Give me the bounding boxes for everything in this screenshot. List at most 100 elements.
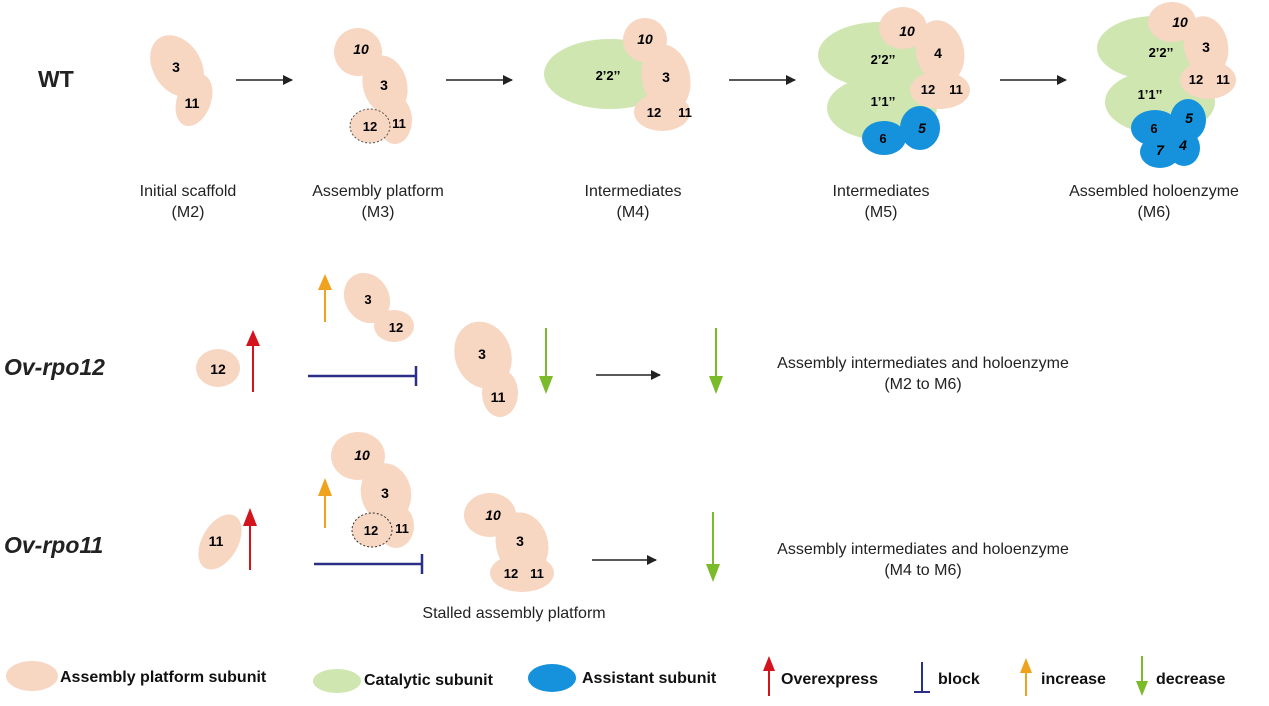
label-11: 11 [185, 95, 200, 111]
legend-catalytic-swatch [313, 669, 361, 693]
subunit-12-dashed [349, 108, 391, 144]
legend-block-label: block [938, 671, 980, 688]
result-line1: Assembly intermediates and holoenzyme [777, 541, 1069, 558]
stage-caption-m5: Intermediates (M5) [806, 181, 956, 223]
row-label-ov-rpo12: Ov-rpo12 [4, 354, 105, 380]
subunit-12-shape [374, 310, 414, 342]
subunit-11-shape [198, 514, 242, 570]
label-6: 6 [1150, 121, 1157, 136]
stage-caption-m2: Initial scaffold (M2) [108, 181, 268, 223]
decrease-arrow [709, 328, 723, 394]
stage-name: Intermediates [832, 183, 930, 200]
label-3: 3 [516, 533, 524, 549]
label-5: 5 [1185, 110, 1193, 126]
label-5: 5 [918, 120, 926, 136]
label-1-1: 1’1’’ [871, 94, 896, 109]
label-3: 3 [381, 485, 389, 501]
label-4: 4 [1178, 137, 1187, 153]
wt-m6-complex: 2’2’’ 1’1’’ 10 3 12 11 6 5 7 4 [1097, 2, 1236, 168]
wt-m3-complex: 10 3 12 11 [334, 28, 412, 144]
subunit-5-shape [900, 106, 940, 150]
stage-name: Intermediates [584, 183, 682, 200]
label-10: 10 [354, 447, 370, 463]
subunit-3-shape [343, 272, 391, 324]
decrease-arrow [706, 512, 720, 582]
label-11: 11 [1216, 72, 1230, 87]
label-11: 11 [530, 566, 544, 581]
label-12: 12 [1189, 72, 1203, 87]
subunit-12-11-shape [634, 93, 690, 131]
label-10: 10 [485, 507, 501, 523]
subunit-12-11-shape [490, 554, 554, 592]
legend [6, 656, 1148, 696]
stage-name: Assembly platform [312, 183, 444, 200]
subunit-4-shape [915, 20, 965, 84]
label-2-2: 2’2’’ [596, 68, 621, 83]
stage-code: (M2) [171, 204, 205, 221]
overexpress-arrow [243, 508, 257, 570]
subunit-10-shape [879, 7, 927, 49]
label-11: 11 [392, 116, 406, 131]
legend-platform-swatch [6, 661, 58, 691]
label-12: 12 [647, 105, 661, 120]
subunit-10-shape [1148, 2, 1196, 42]
label-4: 4 [934, 45, 942, 61]
legend-assistant-label: Assistant subunit [582, 670, 717, 687]
label-11: 11 [209, 533, 224, 549]
legend-catalytic-label: Catalytic subunit [364, 672, 493, 689]
stage-name: Assembled holoenzyme [1069, 183, 1239, 200]
wt-m2-complex: 3 11 [150, 35, 213, 127]
label-11: 11 [678, 105, 692, 120]
label-10: 10 [899, 23, 915, 39]
legend-overexpress-arrow [763, 656, 775, 696]
subunit-11-shape [175, 73, 213, 127]
block-symbol [308, 366, 418, 386]
legend-assistant-swatch [528, 664, 576, 692]
wt-m4-complex: 2’2’’ 10 3 12 11 [544, 18, 692, 131]
row-label-wt: WT [38, 66, 74, 92]
result-line2: (M2 to M6) [884, 376, 962, 393]
subunit-5-shape [1170, 99, 1206, 141]
result-line1: Assembly intermediates and holoenzyme [777, 355, 1069, 372]
stage-name: Initial scaffold [139, 183, 237, 200]
legend-increase-label: increase [1041, 671, 1106, 688]
label-7: 7 [1156, 142, 1165, 158]
label-10: 10 [1172, 14, 1188, 30]
block-symbol [314, 554, 424, 574]
subunit-6-shape [862, 121, 906, 155]
label-12: 12 [363, 119, 377, 134]
label-3: 3 [1202, 39, 1210, 55]
label-3: 3 [364, 292, 371, 307]
label-3: 3 [662, 69, 670, 85]
stage-code: (M4) [616, 204, 650, 221]
label-3: 3 [478, 346, 486, 362]
label-12: 12 [210, 361, 226, 377]
stage-code: (M3) [361, 204, 395, 221]
stage-code: (M5) [864, 204, 898, 221]
legend-decrease-label: decrease [1156, 671, 1226, 688]
subunit-12-11-shape [1180, 61, 1236, 99]
ovrpo11-row: 11 10 3 12 11 10 3 12 11 [198, 432, 720, 592]
legend-overexpress-label: Overexpress [781, 671, 878, 688]
subunit-6-shape [1131, 110, 1179, 146]
label-11: 11 [395, 521, 409, 536]
subunit-11-shape [482, 369, 518, 417]
ovrpo12-result: Assembly intermediates and holoenzyme (M… [738, 353, 1108, 395]
overexpress-arrow [246, 330, 260, 392]
result-line2: (M4 to M6) [884, 562, 962, 579]
label-11: 11 [491, 389, 506, 405]
ovrpo11-result: Assembly intermediates and holoenzyme (M… [738, 539, 1108, 581]
legend-decrease-arrow [1136, 656, 1148, 696]
label-10: 10 [637, 31, 653, 47]
label-3: 3 [380, 77, 388, 93]
decrease-arrow [539, 328, 553, 394]
label-12: 12 [921, 82, 935, 97]
stage-caption-m6: Assembled holoenzyme (M6) [1054, 181, 1254, 223]
label-12: 12 [389, 320, 403, 335]
legend-increase-arrow [1020, 658, 1032, 696]
label-2-2: 2’2’’ [871, 52, 896, 67]
row-label-ov-rpo11: Ov-rpo11 [4, 532, 104, 558]
stage-code: (M6) [1137, 204, 1171, 221]
